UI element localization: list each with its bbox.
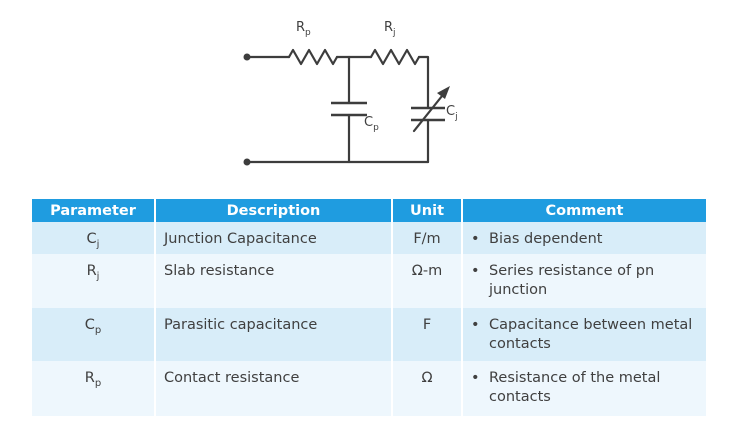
header-unit: Unit xyxy=(391,199,462,222)
label-cj: Cj xyxy=(446,104,458,122)
unit-cell: F xyxy=(391,308,462,361)
description-cell: Slab resistance xyxy=(154,254,392,308)
top-wire-right xyxy=(417,55,430,110)
bullet-marker: • xyxy=(471,370,480,386)
resistor-rj xyxy=(369,48,421,66)
variable-arrow-shaft xyxy=(412,89,448,133)
comment-cell: •Bias dependent xyxy=(461,222,706,254)
label-rj: Rj xyxy=(384,20,396,38)
comment-cell: •Capacitance between metal contacts xyxy=(461,308,706,361)
variable-arrow-head xyxy=(437,86,450,99)
bullet-marker: • xyxy=(471,231,480,247)
parameter-table: Parameter Description Unit Comment Cj Ju… xyxy=(32,199,706,416)
resistor-rp xyxy=(287,48,339,66)
parameter-cell: Rj xyxy=(32,254,155,308)
parameter-cell: Cj xyxy=(32,222,155,254)
description-cell: Contact resistance xyxy=(154,361,392,416)
parameter-cell: Rp xyxy=(32,361,155,416)
table-row: Rj Slab resistance Ω-m •Series resistanc… xyxy=(32,254,706,308)
description-cell: Parasitic capacitance xyxy=(154,308,392,361)
comment-cell: •Resistance of the metal contacts xyxy=(461,361,706,416)
bullet-marker: • xyxy=(471,317,480,333)
label-rp: Rp xyxy=(296,20,311,38)
unit-cell: Ω xyxy=(391,361,462,416)
header-description: Description xyxy=(154,199,392,222)
description-cell: Junction Capacitance xyxy=(154,222,392,254)
table-row: Cj Junction Capacitance F/m •Bias depend… xyxy=(32,222,706,254)
bullet-marker: • xyxy=(471,263,480,279)
parameter-cell: Cp xyxy=(32,308,155,361)
table-header-row: Parameter Description Unit Comment xyxy=(32,199,706,222)
unit-cell: F/m xyxy=(391,222,462,254)
label-cp: Cp xyxy=(364,115,379,133)
table-row: Rp Contact resistance Ω •Resistance of t… xyxy=(32,361,706,416)
comment-cell: •Series resistance of pn junction xyxy=(461,254,706,308)
table-row: Cp Parasitic capacitance F •Capacitance … xyxy=(32,308,706,361)
unit-cell: Ω-m xyxy=(391,254,462,308)
header-parameter: Parameter xyxy=(32,199,155,222)
equivalent-circuit-diagram: Rp Rj Cp Cj xyxy=(243,20,458,166)
header-comment: Comment xyxy=(461,199,706,222)
